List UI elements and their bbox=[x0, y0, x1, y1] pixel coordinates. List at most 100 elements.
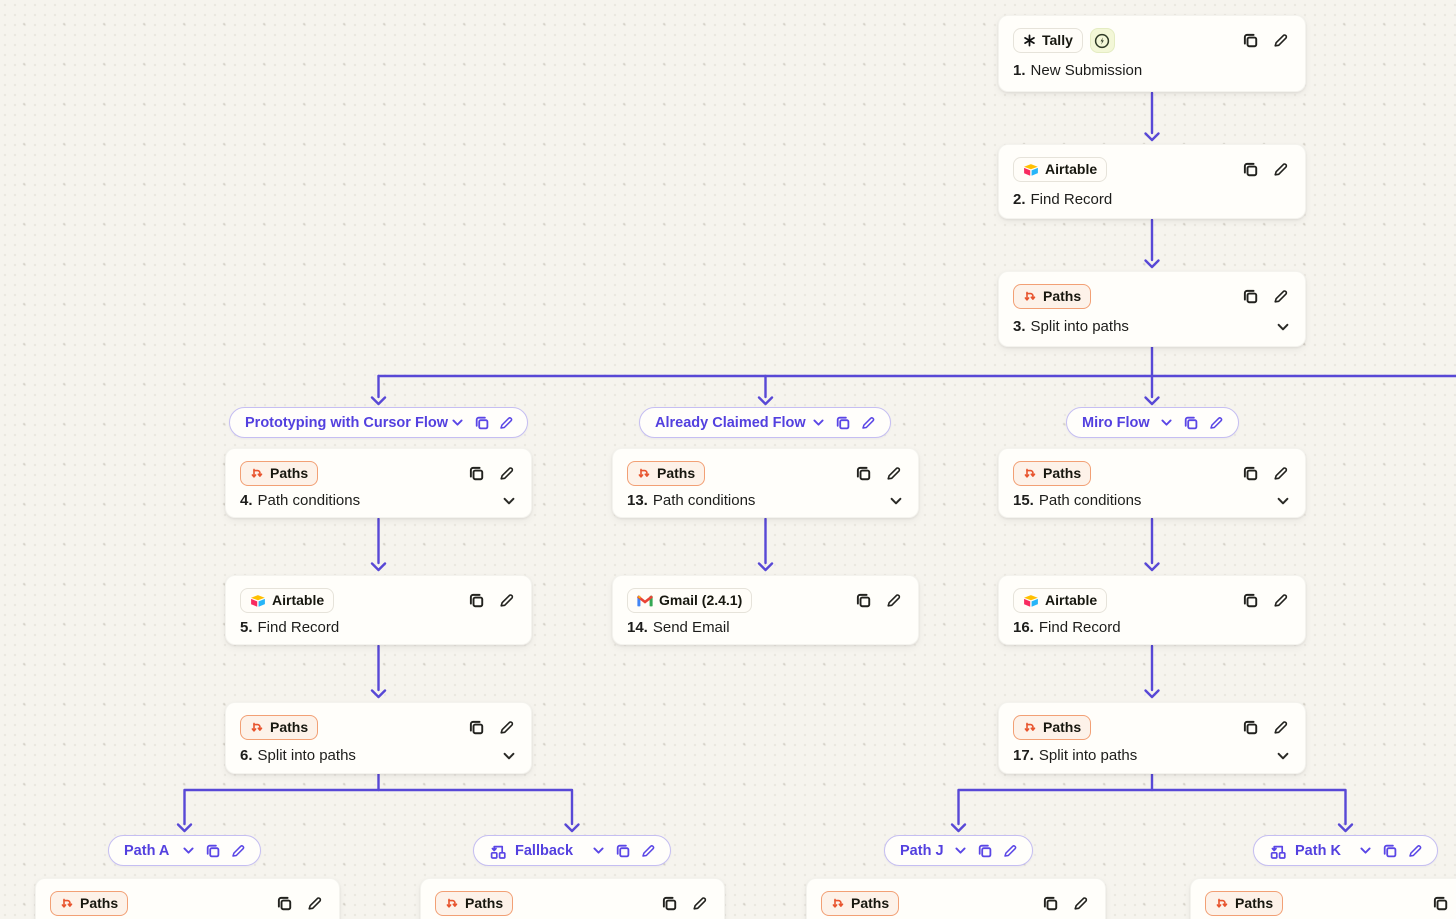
step-card-2-find-record[interactable]: Airtable 2. Find Record bbox=[998, 144, 1306, 219]
copy-button[interactable] bbox=[465, 717, 487, 739]
copy-button[interactable] bbox=[852, 590, 874, 612]
edit-button[interactable] bbox=[228, 841, 248, 861]
step-card-1-new-submission[interactable]: Tally 1. New Submission bbox=[998, 15, 1306, 92]
step-card-14-send-email[interactable]: Gmail (2.4.1) 14. Send Email bbox=[612, 575, 919, 645]
step-card-16-find-record[interactable]: Airtable 16. Find Record bbox=[998, 575, 1306, 645]
copy-button[interactable] bbox=[1239, 159, 1261, 181]
expand-path-button[interactable] bbox=[808, 413, 828, 433]
path-label: Path A bbox=[124, 842, 170, 859]
expand-path-button[interactable] bbox=[588, 841, 608, 861]
copy-button[interactable] bbox=[1039, 893, 1061, 915]
path-pill-prototyping-with-cursor-flow[interactable]: Prototyping with Cursor Flow bbox=[229, 407, 528, 438]
edit-button[interactable] bbox=[882, 590, 904, 612]
edit-button[interactable] bbox=[1269, 159, 1291, 181]
copy-button[interactable] bbox=[1239, 717, 1261, 739]
app-badge-label: Paths bbox=[851, 895, 890, 911]
edit-button[interactable] bbox=[495, 590, 517, 612]
step-title: Send Email bbox=[652, 619, 730, 636]
edit-button[interactable] bbox=[1269, 717, 1291, 739]
collapse-chevron-icon[interactable] bbox=[1275, 319, 1291, 335]
path-pill-path-j[interactable]: Path J bbox=[884, 835, 1033, 866]
step-card-15-path-conditions[interactable]: Paths 15. Path conditions bbox=[998, 448, 1306, 518]
collapse-chevron-icon[interactable] bbox=[1275, 493, 1291, 509]
edit-button[interactable] bbox=[1000, 841, 1020, 861]
copy-button[interactable] bbox=[975, 841, 995, 861]
copy-button[interactable] bbox=[833, 413, 853, 433]
path-pill-path-a[interactable]: Path A bbox=[108, 835, 261, 866]
edit-button[interactable] bbox=[1269, 286, 1291, 308]
edit-button[interactable] bbox=[882, 463, 904, 485]
copy-button[interactable] bbox=[1181, 413, 1201, 433]
collapse-chevron-icon[interactable] bbox=[501, 748, 517, 764]
edit-button[interactable] bbox=[1069, 893, 1091, 915]
collapse-chevron-icon[interactable] bbox=[888, 493, 904, 509]
chevron-down-icon bbox=[953, 843, 968, 858]
copy-button[interactable] bbox=[465, 590, 487, 612]
edit-button[interactable] bbox=[1405, 841, 1425, 861]
copy-button[interactable] bbox=[658, 893, 680, 915]
copy-button[interactable] bbox=[852, 463, 874, 485]
step-card-6-split-into-paths[interactable]: Paths 6. Split into paths bbox=[225, 702, 532, 774]
copy-button[interactable] bbox=[465, 463, 487, 485]
edit-button[interactable] bbox=[303, 893, 325, 915]
app-badge-paths: Paths bbox=[435, 891, 514, 916]
step-title: Split into paths bbox=[1038, 747, 1138, 764]
edit-button[interactable] bbox=[858, 413, 878, 433]
path-pill-fallback[interactable]: Fallback bbox=[473, 835, 671, 866]
airtable-icon bbox=[250, 594, 266, 608]
edit-button[interactable] bbox=[1269, 30, 1291, 52]
pencil-icon bbox=[885, 592, 902, 609]
copy-button[interactable] bbox=[1239, 590, 1261, 612]
copy-button[interactable] bbox=[1239, 286, 1261, 308]
step-card-partial-1[interactable]: Paths bbox=[35, 878, 340, 919]
edit-button[interactable] bbox=[496, 413, 515, 433]
step-card-17-split-into-paths[interactable]: Paths 17. Split into paths bbox=[998, 702, 1306, 774]
expand-path-button[interactable] bbox=[1355, 841, 1375, 861]
edit-button[interactable] bbox=[1206, 413, 1226, 433]
step-card-4-path-conditions[interactable]: Paths 4. Path conditions bbox=[225, 448, 532, 518]
copy-button[interactable] bbox=[1239, 463, 1261, 485]
step-card-3-split-into-paths[interactable]: Paths 3. Split into paths bbox=[998, 271, 1306, 347]
copy-button[interactable] bbox=[1239, 30, 1261, 52]
edit-button[interactable] bbox=[1269, 590, 1291, 612]
pencil-icon bbox=[1272, 465, 1289, 482]
chevron-down-icon bbox=[1159, 415, 1174, 430]
tally-icon bbox=[1023, 34, 1036, 47]
copy-icon bbox=[1242, 161, 1259, 178]
step-title: Find Record bbox=[1030, 191, 1113, 208]
app-badge-label: Tally bbox=[1042, 32, 1073, 48]
copy-button[interactable] bbox=[1380, 841, 1400, 861]
expand-path-button[interactable] bbox=[950, 841, 970, 861]
chevron-down-icon bbox=[1358, 843, 1373, 858]
expand-path-button[interactable] bbox=[1156, 413, 1176, 433]
step-card-5-find-record[interactable]: Airtable 5. Find Record bbox=[225, 575, 532, 645]
step-card-13-path-conditions[interactable]: Paths 13. Path conditions bbox=[612, 448, 919, 518]
collapse-chevron-icon[interactable] bbox=[501, 493, 517, 509]
step-card-partial-3[interactable]: Paths bbox=[806, 878, 1106, 919]
edit-button[interactable] bbox=[495, 463, 517, 485]
pencil-icon bbox=[1072, 895, 1089, 912]
copy-icon bbox=[1382, 843, 1398, 859]
copy-button[interactable] bbox=[613, 841, 633, 861]
edit-button[interactable] bbox=[495, 717, 517, 739]
edit-button[interactable] bbox=[688, 893, 710, 915]
app-badge-label: Paths bbox=[657, 465, 696, 481]
path-pill-path-k[interactable]: Path K bbox=[1253, 835, 1438, 866]
copy-icon bbox=[468, 719, 485, 736]
path-pill-already-claimed-flow[interactable]: Already Claimed Flow bbox=[639, 407, 891, 438]
copy-button[interactable] bbox=[203, 841, 223, 861]
path-pill-miro-flow[interactable]: Miro Flow bbox=[1066, 407, 1239, 438]
edit-button[interactable] bbox=[1269, 463, 1291, 485]
copy-button[interactable] bbox=[472, 413, 491, 433]
collapse-chevron-icon[interactable] bbox=[1275, 748, 1291, 764]
edit-button[interactable] bbox=[638, 841, 658, 861]
expand-path-button[interactable] bbox=[178, 841, 198, 861]
chevron-down-icon bbox=[811, 415, 826, 430]
step-card-partial-4[interactable]: Paths bbox=[1190, 878, 1456, 919]
step-number: 14. bbox=[627, 619, 648, 636]
expand-path-button[interactable] bbox=[448, 413, 467, 433]
copy-button[interactable] bbox=[1429, 893, 1451, 915]
copy-button[interactable] bbox=[273, 893, 295, 915]
step-card-partial-2[interactable]: Paths bbox=[420, 878, 725, 919]
